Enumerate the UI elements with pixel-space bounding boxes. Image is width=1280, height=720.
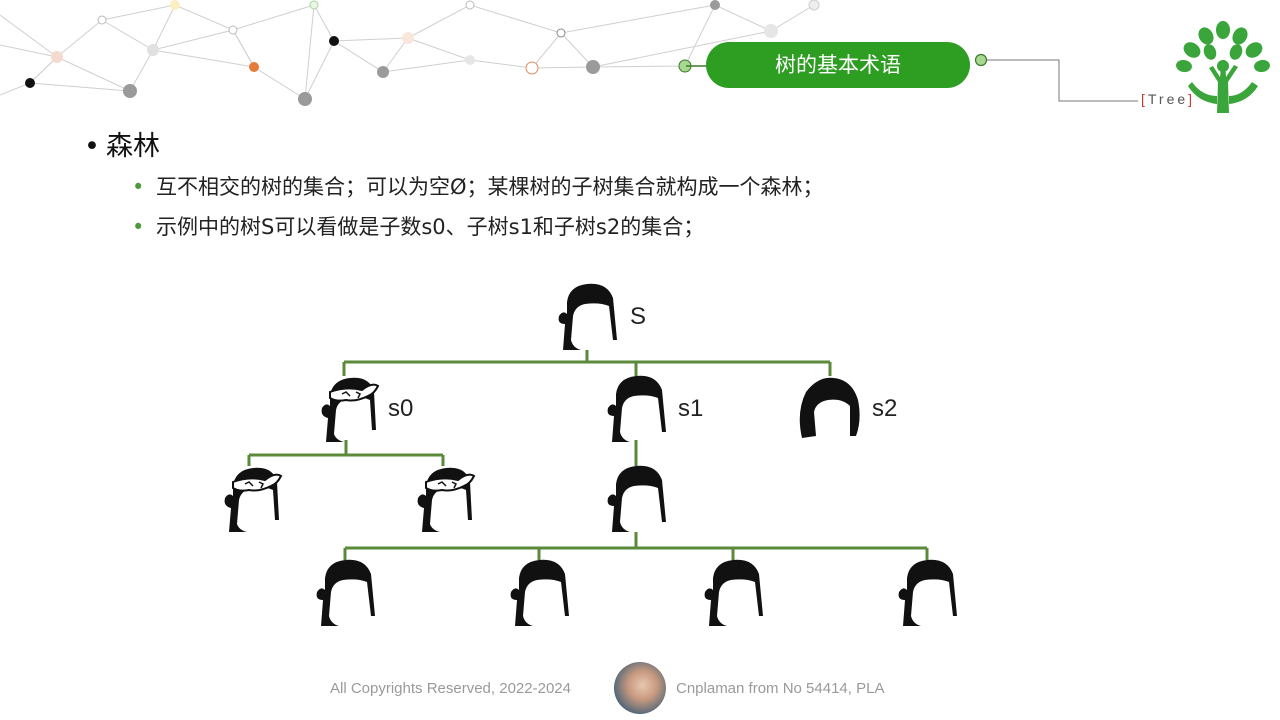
heading-bullet: • [84,131,100,162]
list-item: • 示例中的树S可以看做是子数s0、子树s1和子树s2的集合； [132,211,704,241]
list-item-text: 互不相交的树的集合；可以为空Ø；某棵树的子树集合就构成一个森林； [156,175,824,199]
list-item-text: 示例中的树S可以看做是子数s0、子树s1和子树s2的集合； [156,215,705,239]
s2-label: s2 [872,395,897,422]
leaf-person-icon [898,559,957,626]
s1-child-person-icon [607,465,666,532]
author-avatar [614,662,666,714]
network-pattern-decoration [0,0,820,106]
s0-child-person-icon [223,466,282,533]
s0-child-person-icon [416,466,475,533]
root-label: S [630,303,646,330]
tag-bracket-left: [ [1141,91,1148,107]
s0-label: s0 [388,395,413,422]
footer-author: Cnplaman from No 54414, PLA [676,680,885,697]
heading-text: 森林 [106,131,160,162]
heading-forest: •森林 [84,124,160,163]
s0-person-icon [320,376,379,443]
leaf-person-icon [510,559,569,626]
leaf-person-icon [316,559,375,626]
s1-label: s1 [678,395,703,422]
list-item: • 互不相交的树的集合；可以为空Ø；某棵树的子树集合就构成一个森林； [132,171,824,201]
root-person-icon [558,283,617,350]
tree-tag: [Tree] [1141,91,1195,107]
tree-logo-icon [1176,21,1270,113]
s1-person-icon [607,375,666,442]
slide-title: 树的基本术语 [706,42,970,88]
title-connector [686,53,1138,102]
tag-bracket-right: ] [1188,91,1196,107]
tag-text: Tree [1147,91,1189,107]
list-bullet: • [132,175,145,199]
s2-person-icon [799,377,860,438]
leaf-person-icon [704,559,763,626]
list-bullet: • [132,215,145,239]
footer-copyright: All Copyrights Reserved, 2022-2024 [330,680,571,697]
